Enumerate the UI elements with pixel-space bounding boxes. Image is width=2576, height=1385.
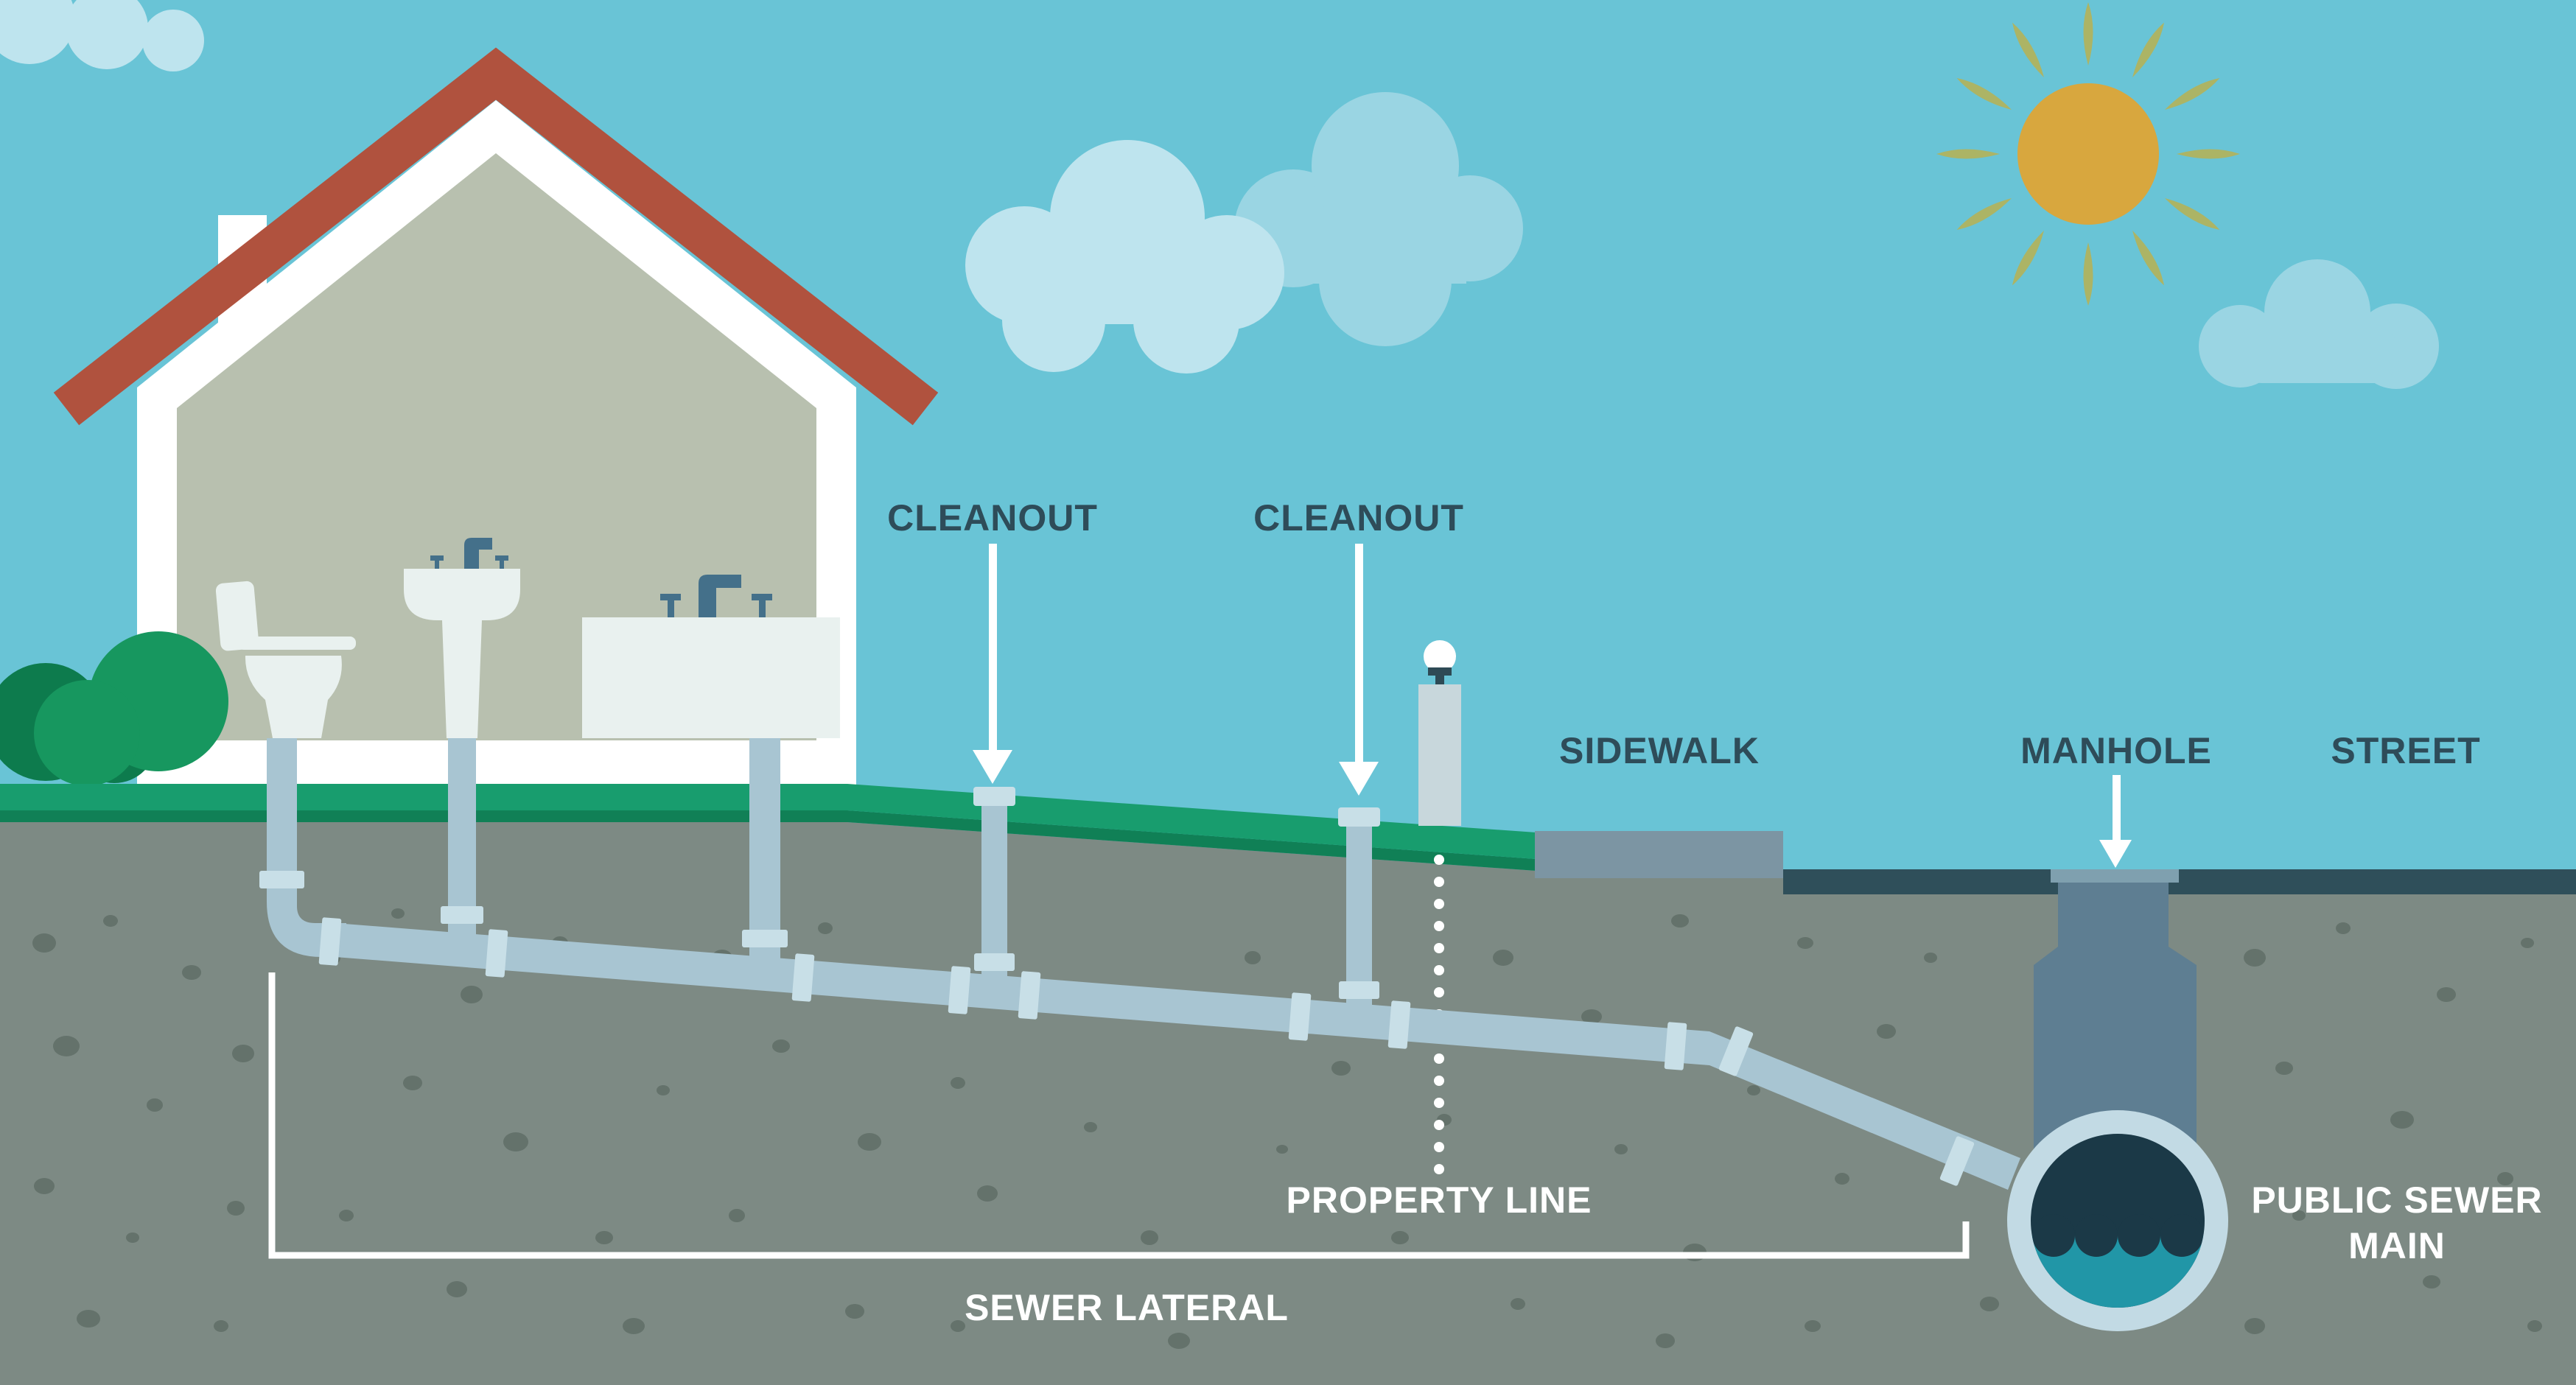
bathtub-faucet-icon	[660, 575, 772, 617]
street-surface	[1783, 869, 2576, 894]
sun-disc	[2017, 83, 2159, 225]
cleanout-label-right: CLEANOUT	[1253, 497, 1464, 539]
cloud-topleft-icon	[0, 0, 204, 71]
house	[53, 47, 939, 786]
toilet	[215, 581, 356, 738]
cleanout-label-left: CLEANOUT	[887, 497, 1098, 539]
sidewalk-label: SIDEWALK	[1559, 730, 1760, 771]
bathtub	[582, 575, 840, 738]
lateral-pipe-steep	[1709, 1031, 2020, 1190]
property-line-label: PROPERTY LINE	[1287, 1179, 1592, 1221]
cleanout-arrow-left	[989, 544, 997, 753]
cleanout-riser-2	[1346, 824, 1372, 1011]
sewer-lateral-bracket	[268, 972, 1970, 1259]
toilet-drain-pipe	[267, 738, 297, 891]
street-label: STREET	[2331, 730, 2480, 771]
cloud-back-icon	[1234, 92, 1523, 346]
manhole-label: MANHOLE	[2020, 730, 2212, 771]
manhole-cover	[2051, 869, 2179, 883]
pipe-couplings	[259, 871, 1975, 1186]
public-sewer-main	[2007, 1110, 2228, 1331]
sewer-water	[2031, 1214, 2205, 1308]
grass	[0, 784, 1536, 859]
annotation-arrows	[973, 544, 2132, 868]
cloud-front-icon	[965, 140, 1284, 374]
sewer-lateral-label: SEWER LATERAL	[965, 1287, 1289, 1328]
house-interior	[177, 153, 816, 740]
bushes	[0, 631, 228, 786]
sink-faucet-icon	[430, 538, 508, 569]
cleanout-cap-1	[973, 787, 1015, 806]
manhole-arrow	[2113, 775, 2121, 843]
lamp-post	[1418, 640, 1461, 826]
grass-shadow	[0, 810, 1536, 871]
sink	[404, 538, 520, 738]
cloud-right-icon	[2199, 259, 2439, 389]
lamp-globe-icon	[1424, 640, 1456, 673]
sidewalk-surface	[1535, 831, 1783, 878]
roof	[53, 47, 939, 426]
bathtub-drain-pipe	[749, 738, 780, 965]
cleanout-arrow-right	[1355, 544, 1363, 765]
sewer-lateral-pipes	[259, 738, 2020, 1190]
sun-rays	[1936, 2, 2240, 306]
cleanout-cap-2	[1338, 807, 1380, 827]
public-sewer-main-label-line2: MAIN	[2348, 1225, 2446, 1266]
sun-icon	[1936, 2, 2240, 306]
sink-drain-pipe	[448, 738, 476, 938]
public-sewer-main-label-line1: PUBLIC SEWER	[2251, 1179, 2542, 1221]
